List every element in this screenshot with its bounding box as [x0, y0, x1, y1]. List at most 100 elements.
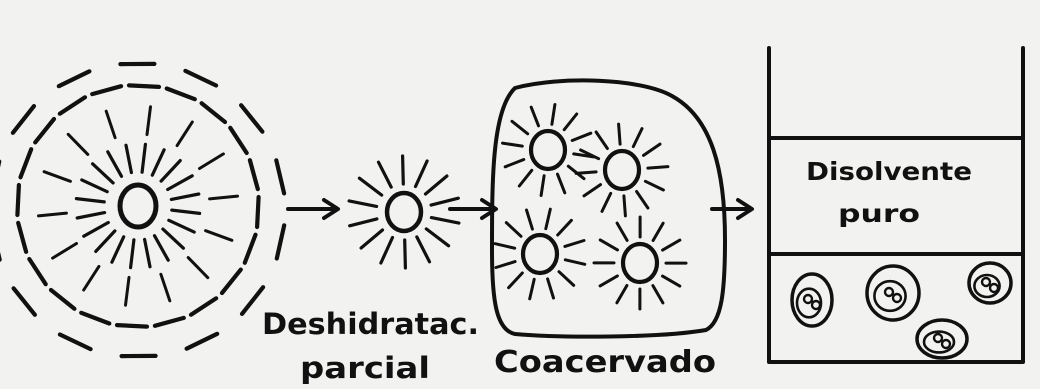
water-molecule-dash — [530, 279, 535, 299]
water-molecule-dash — [163, 229, 184, 248]
water-molecule-dash — [112, 237, 124, 262]
water-molecule-dash — [617, 223, 627, 240]
water-molecule-dash — [564, 114, 577, 130]
particle-circle — [531, 131, 565, 169]
water-molecule-dash — [505, 160, 524, 167]
water-molecule-dash — [653, 286, 663, 303]
water-molecule-dash — [230, 128, 246, 153]
water-molecule-dash — [527, 210, 533, 229]
water-molecule-dash — [503, 143, 523, 146]
water-molecule-dash — [147, 107, 151, 135]
water-molecule-dash — [558, 220, 572, 235]
water-molecule-dash — [200, 154, 224, 169]
water-molecule-dash — [531, 107, 538, 126]
water-molecule-dash — [663, 276, 680, 286]
water-molecule-dash — [44, 172, 70, 182]
water-molecule-dash — [496, 262, 515, 268]
coacervate-droplets-sediment — [792, 263, 1011, 358]
water-molecule-dash — [431, 218, 459, 224]
water-molecule-dash — [596, 132, 607, 149]
water-molecule-dash — [39, 213, 67, 216]
particle-core — [120, 185, 156, 227]
water-molecule-dash — [381, 238, 393, 264]
right-arrow-icon — [450, 200, 496, 218]
water-molecule-dash — [222, 270, 241, 293]
water-molecule-dash — [210, 196, 238, 199]
water-molecule-dash — [168, 176, 193, 190]
water-molecule-dash — [60, 335, 91, 350]
water-molecule-dash — [53, 244, 77, 259]
water-molecule-dash — [565, 260, 585, 265]
water-molecule-dash — [185, 71, 216, 86]
water-molecule-dash — [155, 236, 169, 261]
water-molecule-dash — [145, 239, 150, 266]
water-molecule-dash — [96, 231, 115, 252]
water-molecule-dash — [82, 180, 107, 192]
water-molecule-dash — [541, 176, 544, 196]
water-molecule-dash — [426, 176, 447, 194]
hydrated-particle — [0, 64, 284, 356]
water-molecule-dash — [152, 150, 164, 175]
water-molecule-dash — [663, 240, 680, 250]
water-molecule-dash — [558, 174, 565, 193]
coacervate-droplet — [492, 80, 725, 336]
water-molecule-dash — [277, 225, 284, 258]
water-molecule-dash — [600, 276, 617, 286]
water-molecule-dash — [644, 144, 661, 155]
dehydration-label-line1: Deshidratac. — [262, 307, 479, 341]
water-molecule-dash — [167, 89, 195, 100]
particle-circle — [885, 288, 893, 296]
water-molecule-dash — [257, 197, 259, 227]
water-molecule-dash — [191, 298, 216, 314]
water-molecule-dash — [177, 122, 192, 146]
water-molecule-dash — [106, 111, 115, 138]
water-molecule-dash — [126, 145, 131, 172]
water-molecule-dash — [68, 134, 88, 154]
water-molecule-dash — [169, 220, 194, 232]
water-molecule-dash — [117, 325, 147, 327]
water-molecule-dash — [241, 105, 262, 132]
water-molecule-dash — [161, 161, 180, 182]
water-molecule-dash — [171, 194, 198, 199]
water-molecule-dash — [512, 121, 528, 134]
water-molecule-dash — [509, 273, 523, 288]
water-molecule-dash — [519, 170, 532, 186]
water-molecule-dash — [161, 274, 170, 301]
water-molecule-dash — [637, 192, 648, 209]
water-molecule-dash — [648, 167, 668, 169]
water-molecule-dash — [108, 152, 122, 177]
water-molecule-dash — [276, 160, 284, 193]
water-molecule-dash — [59, 71, 90, 86]
particle-circle — [934, 334, 942, 342]
water-molecule-dash — [653, 223, 663, 240]
water-molecule-dash — [350, 219, 377, 226]
water-molecule-dash — [35, 119, 54, 142]
water-molecule-dash — [495, 244, 515, 249]
dehydration-label-line2: parcial — [300, 351, 430, 385]
water-molecule-dash — [426, 229, 448, 246]
water-molecule-dash — [619, 124, 621, 144]
water-molecule-dash — [84, 223, 109, 237]
water-molecule-dash — [51, 290, 74, 309]
water-molecule-dash — [431, 198, 458, 205]
water-molecule-dash — [76, 199, 104, 202]
water-molecule-dash — [155, 318, 184, 326]
coacervate-label: Coacervado — [494, 345, 716, 380]
water-molecule-dash — [572, 133, 591, 140]
water-molecule-dash — [602, 193, 611, 211]
water-molecule-dash — [142, 144, 145, 172]
particle-circle — [605, 151, 639, 189]
water-molecule-dash — [93, 164, 114, 183]
water-molecule-dash — [349, 201, 377, 207]
partially-dehydrated-particle — [349, 156, 459, 268]
water-molecule-dash — [361, 230, 382, 248]
water-molecule-dash — [129, 85, 159, 87]
water-molecule-dash — [645, 181, 663, 190]
water-molecule-dash — [600, 240, 617, 250]
water-molecule-dash — [60, 97, 85, 113]
water-molecule-dash — [14, 288, 35, 315]
water-molecule-dash — [250, 160, 258, 189]
water-molecule-dash — [405, 240, 406, 268]
water-molecule-dash — [403, 156, 404, 184]
